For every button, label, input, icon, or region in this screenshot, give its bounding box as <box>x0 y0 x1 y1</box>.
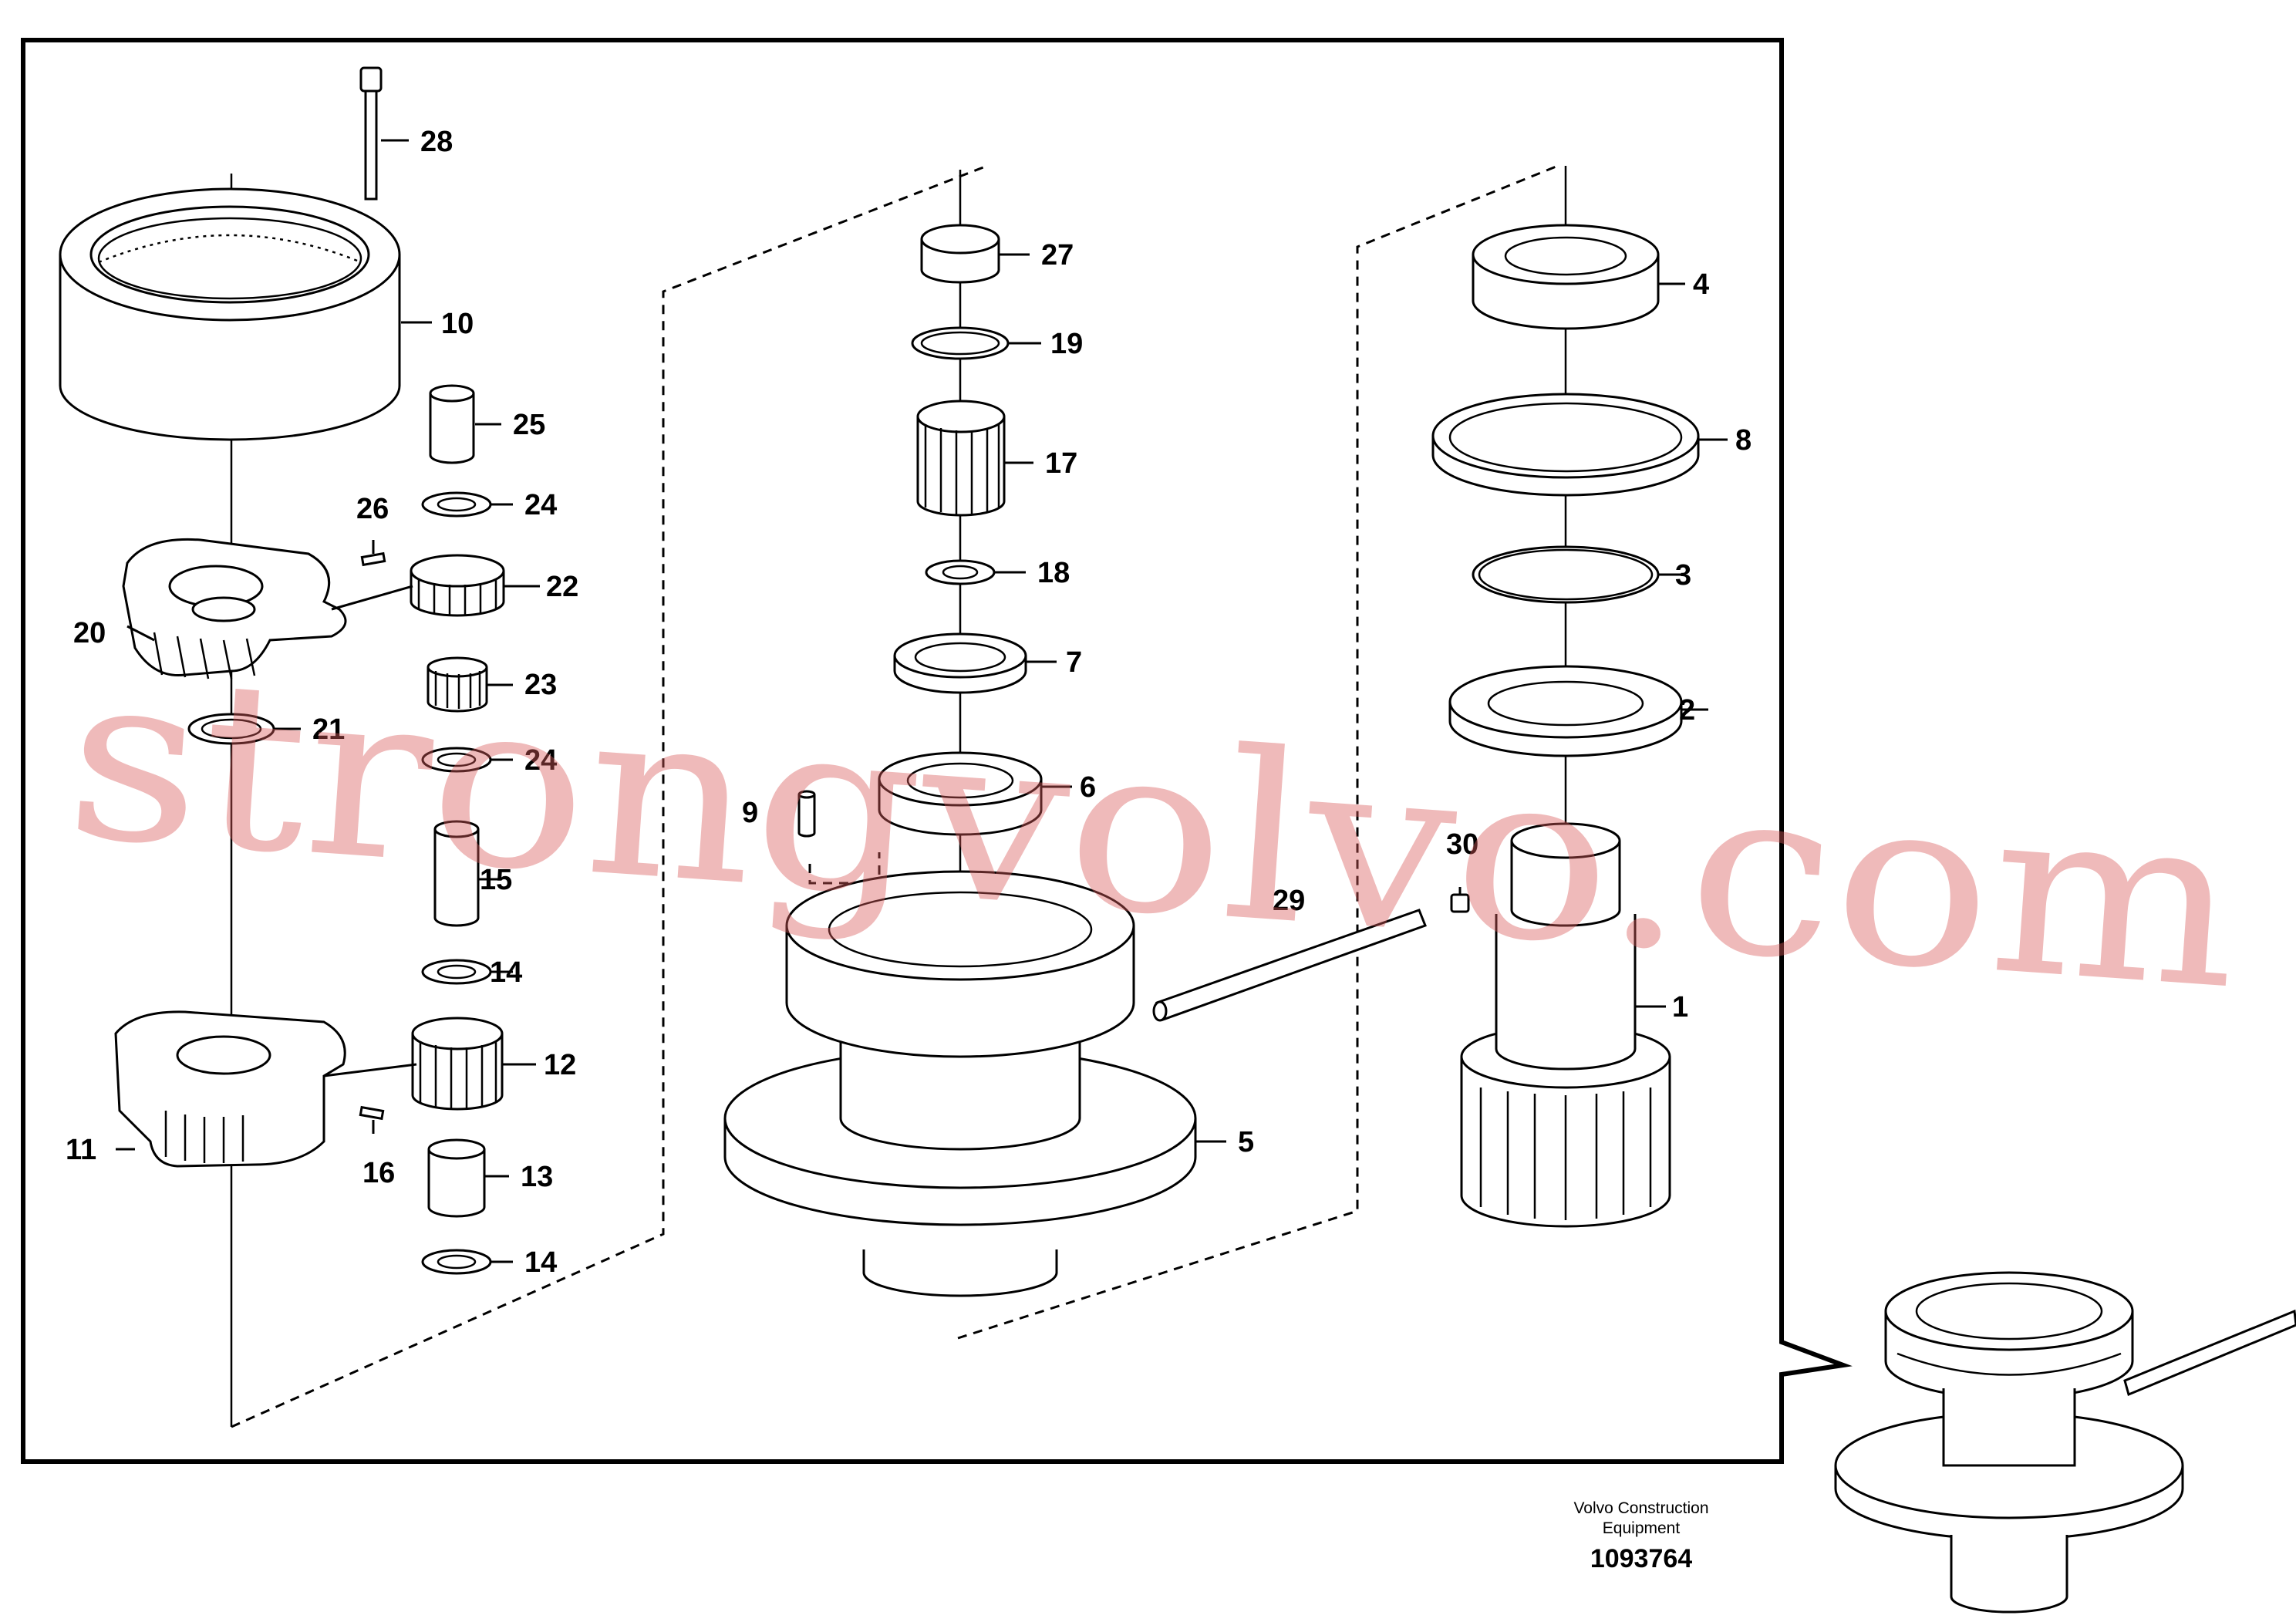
drawing-number: 1093764 <box>1590 1544 1692 1573</box>
part-8-seal <box>1431 393 1700 497</box>
callout-6: 6 <box>1080 771 1096 804</box>
part-7-thrust-ring <box>893 632 1027 694</box>
assembly-dashed-lines <box>231 164 1559 1428</box>
part-1-pinion-shaft <box>1460 822 1671 1228</box>
callout-27: 27 <box>1041 239 1074 271</box>
part-26-pin <box>360 551 386 567</box>
callout-3: 3 <box>1675 559 1691 592</box>
part-20-carrier <box>122 538 347 679</box>
callout-10: 10 <box>441 308 474 340</box>
callout-22: 22 <box>546 571 578 603</box>
part-12-gear <box>411 1017 504 1111</box>
part-28-bolt <box>359 66 383 201</box>
callout-8: 8 <box>1735 424 1752 457</box>
footer-company-line1: Volvo Construction <box>1573 1499 1708 1517</box>
part-3-o-ring <box>1472 545 1660 604</box>
part-21-washer <box>187 713 275 745</box>
part-10-ring-gear <box>59 187 401 441</box>
callout-7: 7 <box>1066 646 1082 679</box>
callout-28: 28 <box>420 126 453 158</box>
callout-12: 12 <box>544 1049 576 1081</box>
part-19-snap-ring <box>911 326 1010 360</box>
callout-23: 23 <box>524 669 557 701</box>
part-18-washer <box>925 559 996 585</box>
callouts: 28 10 25 24 26 22 20 23 21 24 15 14 12 1… <box>66 126 1752 1279</box>
callout-14-lower: 14 <box>524 1246 557 1279</box>
part-24-washer-upper <box>421 491 492 518</box>
callout-29: 29 <box>1273 885 1305 917</box>
watermark: strongvolvo.com <box>59 621 2247 1041</box>
callout-15: 15 <box>480 864 512 896</box>
diagram-frame <box>21 38 1853 1464</box>
leader-lines <box>116 139 1728 1263</box>
part-2-seal <box>1448 665 1683 757</box>
part-14-washer-lower <box>421 1249 492 1275</box>
part-15-pin <box>433 820 480 927</box>
part-25-pin <box>429 384 475 464</box>
callout-20: 20 <box>73 617 106 649</box>
part-22-gear <box>410 554 505 617</box>
part-13-bushing <box>427 1138 486 1218</box>
callout-24-lower: 24 <box>524 744 557 777</box>
part-29-shaft <box>1152 909 1427 1022</box>
part-16-pin <box>359 1105 385 1121</box>
callout-2: 2 <box>1679 694 1695 727</box>
callout-1: 1 <box>1672 991 1688 1023</box>
callout-11: 11 <box>66 1134 96 1166</box>
callout-13: 13 <box>521 1161 553 1193</box>
callout-24: 24 <box>524 489 557 521</box>
callout-4: 4 <box>1693 268 1709 301</box>
part-5-housing <box>723 870 1197 1297</box>
part-27-gear <box>920 224 1000 284</box>
part-9-pin <box>797 790 816 838</box>
part-23-needle-bearing <box>426 656 488 713</box>
part-17-gear <box>916 400 1006 517</box>
part-14-washer-upper <box>421 959 492 985</box>
callout-5: 5 <box>1238 1126 1254 1158</box>
part-4-bearing <box>1472 224 1660 330</box>
callout-14: 14 <box>490 956 522 989</box>
callout-9: 9 <box>742 797 758 829</box>
callout-25: 25 <box>513 409 545 441</box>
assembled-view <box>1834 1271 2296 1614</box>
footer-label: Volvo Construction Equipment 1093764 <box>1573 1499 1708 1573</box>
part-11-carrier <box>114 1010 346 1168</box>
footer-company-line2: Equipment <box>1603 1519 1681 1537</box>
callout-18: 18 <box>1037 557 1070 589</box>
callout-19: 19 <box>1050 328 1083 360</box>
callout-17: 17 <box>1045 447 1077 480</box>
callout-30: 30 <box>1446 828 1478 861</box>
part-6-bearing <box>878 751 1043 836</box>
callout-16: 16 <box>362 1157 395 1189</box>
callout-26: 26 <box>356 493 389 525</box>
callout-21: 21 <box>312 713 345 746</box>
